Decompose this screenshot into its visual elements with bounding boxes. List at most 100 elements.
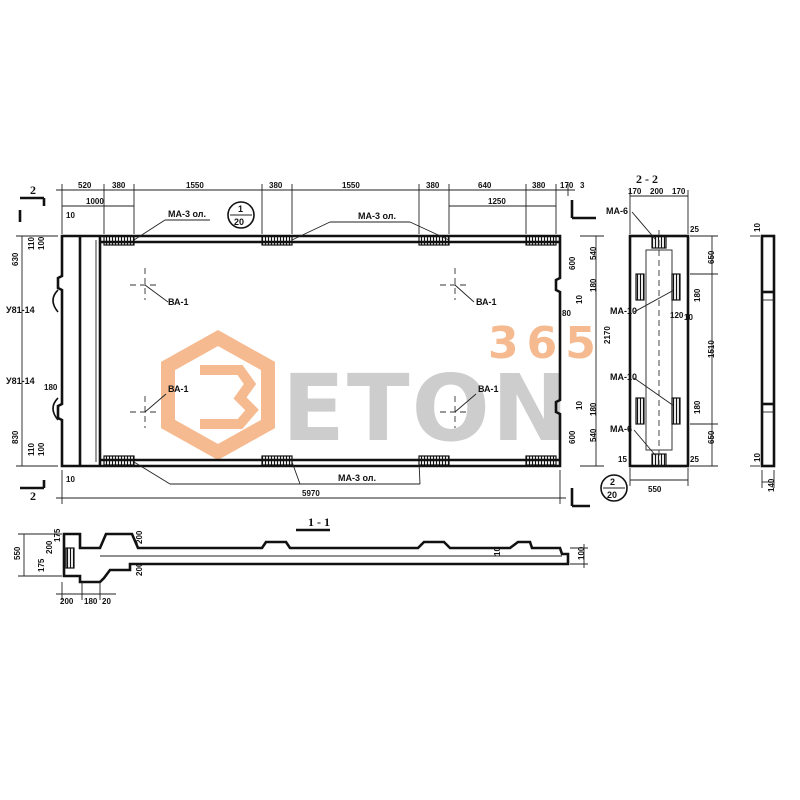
dim-right-180b: 180 (589, 402, 598, 416)
section-22-plate-ma10a (671, 273, 681, 301)
label-ma10-a: МА-10 (610, 306, 637, 316)
label-ma3-bottom: МА-3 ол. (338, 473, 376, 483)
plate-ma3-top-4 (525, 235, 557, 246)
plate-ma3-top-1 (103, 235, 135, 246)
scale-right-den: 20 (607, 490, 617, 500)
s11-right-100: 100 (577, 546, 586, 560)
s11-left-175b: 175 (53, 528, 62, 542)
dim-top-170: 170 (560, 181, 574, 190)
s22-right-650a: 650 (707, 250, 716, 264)
plate-ma3-bot-2 (261, 455, 293, 466)
s22-inner-180b: 180 (693, 400, 702, 414)
section-11-title: 1 - 1 (308, 515, 330, 529)
s22-top-170a: 170 (628, 187, 642, 196)
s11-bottom-200: 200 (60, 597, 74, 606)
label-ba1-d: ВА-1 (478, 384, 499, 394)
label-ba1-a: ВА-1 (168, 297, 189, 307)
leader-ba1-c (144, 393, 167, 413)
s22-right-25a: 25 (690, 225, 699, 234)
s11-bottom-180: 180 (84, 597, 98, 606)
dim-5970: 5970 (302, 489, 320, 498)
dim-top-1550a: 1550 (186, 181, 204, 190)
watermark-word: ETON (282, 355, 571, 462)
s11-bottom-20: 20 (102, 597, 111, 606)
s11-rib-200a: 200 (135, 530, 144, 544)
dim-top-380b: 380 (269, 181, 283, 190)
plate-ma3-bot-3 (418, 455, 450, 466)
leader-ba1-b (454, 284, 475, 303)
section-11-profile (62, 532, 570, 584)
dim-left-830: 830 (11, 430, 20, 444)
label-y81-top: У81-14 (6, 305, 35, 315)
leader-ma3-bot-3 (418, 461, 421, 485)
s11-left-175a: 175 (37, 558, 46, 572)
leader-ma3-bot-2 (291, 461, 301, 485)
sub-dimension-chain: 1000 10 1250 (62, 197, 556, 220)
section-2-2: 2 - 2 170 200 170 МА-6 МА-10 МА-10 МА-6 … (606, 172, 718, 494)
s22-bottom-15: 15 (618, 455, 627, 464)
dim-top-520: 520 (78, 181, 92, 190)
leader-ma3-right-2 (409, 221, 450, 241)
loop-left-bot (52, 397, 59, 421)
dim-top-640: 640 (478, 181, 492, 190)
label-ma10-b: МА-10 (610, 372, 637, 382)
section-mark-label-bot: 2 (30, 489, 36, 503)
leader-ma10-a (633, 289, 675, 313)
s22-top-200: 200 (650, 187, 664, 196)
section-mark-bottom-right (570, 488, 590, 508)
leader-ma6-top (631, 211, 657, 241)
scale-callout-right: 2 20 (600, 474, 628, 502)
s22-top-170b: 170 (672, 187, 686, 196)
leader-ba1-a (144, 284, 169, 303)
leader-ma3-left (133, 219, 166, 241)
dim-sub-1000: 1000 (86, 197, 104, 206)
dim-top-380a: 380 (112, 181, 126, 190)
s22-inner-180a: 180 (693, 288, 702, 302)
section-mark-bottom-left: 2 (20, 480, 46, 503)
side-view-dim-top: 10 (753, 223, 762, 232)
s22-inner-120: 120 (670, 311, 684, 320)
s22-right-25b: 25 (690, 455, 699, 464)
s22-right-650b: 650 (707, 430, 716, 444)
label-ma3-right: МА-3 ол. (358, 211, 396, 221)
plate-ma3-bot-1 (103, 455, 135, 466)
right-dimension-chain: 600 540 10 180 80 10 180 540 600 2170 (562, 235, 612, 467)
dim-left-100b: 100 (37, 442, 46, 456)
dim-right-80: 80 (562, 309, 571, 318)
label-ma3-left: МА-3 ол. (168, 209, 206, 219)
s11-rib-200b: 200 (135, 562, 144, 576)
dim-top-3: 3 (580, 181, 585, 190)
side-view-width: 140 (767, 478, 776, 492)
watermark-number: 365 (488, 318, 604, 369)
scale-callout-top: 1 20 (227, 201, 255, 229)
dim-top-380d: 380 (532, 181, 546, 190)
s11-right-10: 10 (493, 547, 502, 556)
s22-inner-10: 10 (684, 313, 693, 322)
dim-right-10a: 10 (575, 295, 584, 304)
s11-left-200: 200 (45, 540, 54, 554)
dim-right-10b: 10 (575, 401, 584, 410)
dim-left-180: 180 (44, 383, 58, 392)
dim-left-630: 630 (11, 252, 20, 266)
s11-left-550: 550 (13, 546, 22, 560)
dim-right-540a: 540 (589, 246, 598, 260)
dim-sub-10: 10 (66, 211, 75, 220)
top-dimension-chain: 520 380 1550 380 1550 380 640 380 170 3 (56, 181, 585, 234)
section-1-1: 1 - 1 550 175 200 175 200 200 100 10 200… (13, 515, 588, 606)
side-view-dim-bot: 10 (753, 453, 762, 462)
dim-top-1550b: 1550 (342, 181, 360, 190)
dim-right-600b: 600 (568, 430, 577, 444)
label-ma6-bot: МА-6 (610, 424, 632, 434)
dim-sub-1250: 1250 (488, 197, 506, 206)
dim-right-180a: 180 (589, 278, 598, 292)
s22-width-550: 550 (648, 485, 662, 494)
section-22-plate-l1 (635, 273, 645, 301)
dim-top-380c: 380 (426, 181, 440, 190)
loop-left-top (52, 289, 59, 313)
side-view-outline (760, 234, 776, 468)
section-22-plate-ma10b (671, 397, 681, 425)
section-mark-label-top: 2 (30, 183, 36, 197)
label-ma6-top: МА-6 (606, 206, 628, 216)
plate-ma3-top-3 (418, 235, 450, 246)
